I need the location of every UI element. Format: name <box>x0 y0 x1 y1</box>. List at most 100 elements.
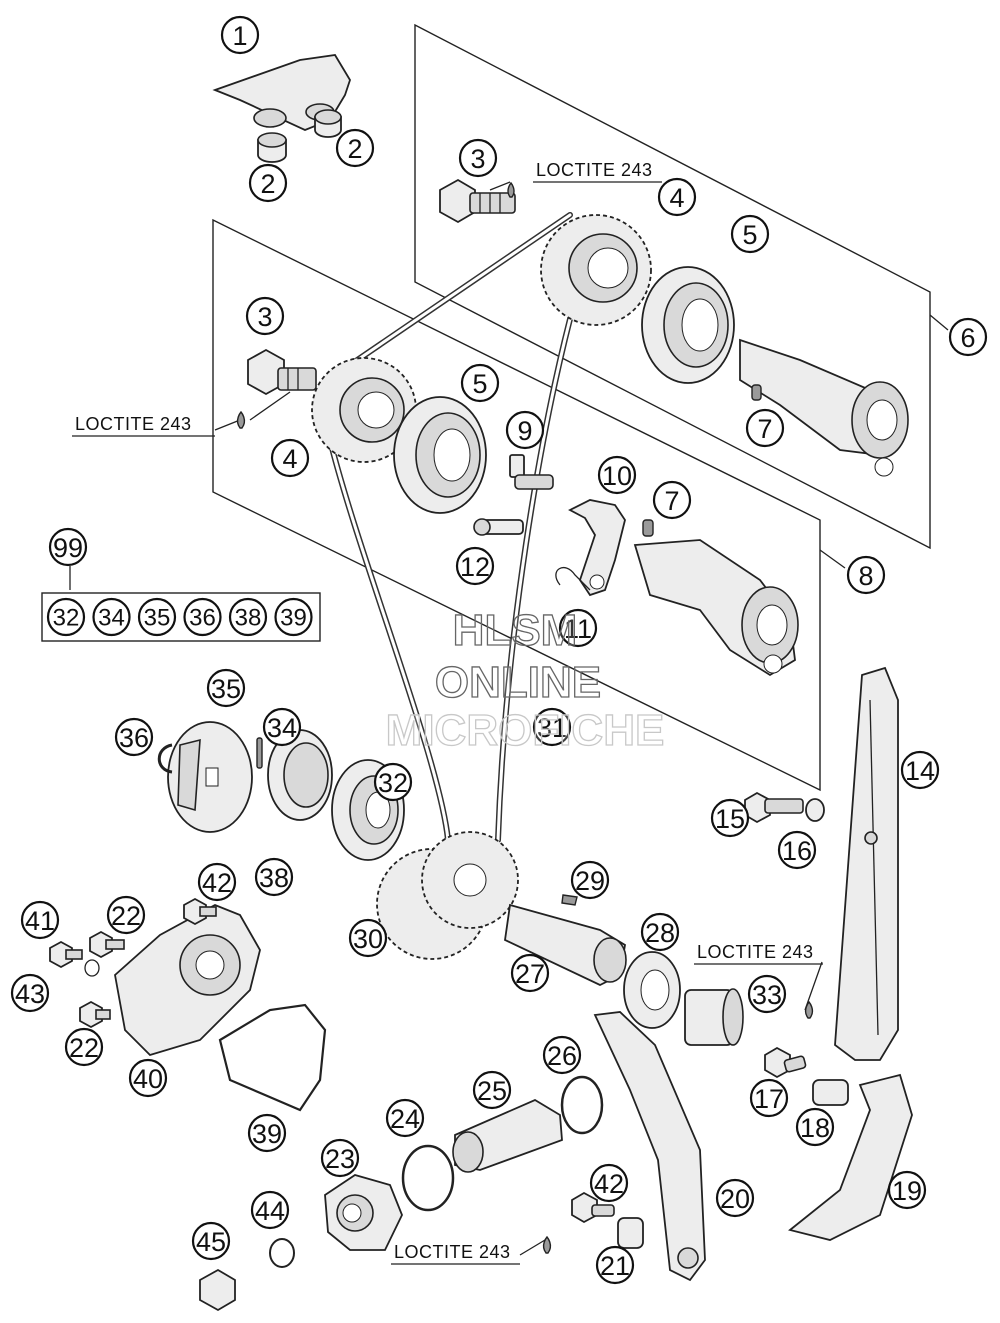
callout-number: 4 <box>282 444 297 474</box>
callout-41: 41 <box>20 900 60 940</box>
callout-33: 33 <box>747 974 787 1014</box>
callout-number: 28 <box>645 918 675 948</box>
callout-44: 44 <box>250 1190 290 1230</box>
thrust-washer <box>623 951 681 1029</box>
o-ring-26 <box>560 1075 604 1135</box>
kit-items: 32 34 35 36 38 39 <box>46 597 313 637</box>
kit-item-35: 35 <box>137 597 177 637</box>
callout-11: 11 <box>558 608 598 648</box>
callout-32: 32 <box>373 762 413 802</box>
callout-number: 16 <box>782 836 812 866</box>
callout-number: 42 <box>202 868 232 898</box>
gasket-24 <box>401 1144 455 1212</box>
callout-19: 19 <box>887 1170 927 1210</box>
kit-item-34: 34 <box>92 597 131 637</box>
callout-number: 5 <box>742 220 757 250</box>
pin-12 <box>473 518 524 536</box>
tensioner-housing <box>324 1174 403 1251</box>
watermark-line2: ONLINE <box>435 658 601 707</box>
callout-number: 99 <box>53 533 83 563</box>
callout-number: 3 <box>257 302 272 332</box>
crank-gear <box>376 831 519 960</box>
rail-sleeve <box>617 1217 644 1249</box>
washer-43 <box>84 959 100 977</box>
loctite-drop-icons <box>236 181 814 1254</box>
part-caps <box>257 109 342 163</box>
watermark-line3: MICROFICHE <box>386 706 665 755</box>
kit-item-number: 38 <box>235 605 262 632</box>
callout-25: 25 <box>472 1070 512 1110</box>
callout-number: 10 <box>602 461 632 491</box>
tensioner-sleeve <box>812 1079 849 1106</box>
callout-24: 24 <box>385 1098 425 1138</box>
sprocket-upper <box>540 214 652 326</box>
callout-45: 45 <box>191 1221 231 1261</box>
kit-item-36: 36 <box>183 597 222 637</box>
callout-number: 30 <box>353 924 383 954</box>
callout-4: 4 <box>657 177 697 217</box>
kit-item-number: 32 <box>53 605 80 632</box>
kit-item-number: 39 <box>280 605 307 632</box>
callout-number: 38 <box>259 863 289 893</box>
callout-number: 26 <box>547 1041 577 1071</box>
callout-26: 26 <box>542 1035 582 1075</box>
callout-number: 11 <box>564 614 592 644</box>
callout-number: 40 <box>133 1064 163 1094</box>
tensioner-bolt <box>764 1046 807 1079</box>
loctite-note-upper: LOCTITE 243 <box>536 160 653 180</box>
callout-number: 18 <box>800 1113 830 1143</box>
callout-35: 35 <box>206 668 246 708</box>
frame-assembly-8 <box>212 218 821 792</box>
callout-9: 9 <box>505 410 545 450</box>
sprocket-lower <box>311 357 417 463</box>
tensioner-rail <box>593 1011 706 1282</box>
pin-upper <box>751 384 762 401</box>
callout-7: 7 <box>745 408 785 448</box>
loctite-notes: LOCTITE 243 LOCTITE 243 LOCTITE 243 LOCT… <box>72 160 823 1265</box>
callout-number: 2 <box>260 169 275 199</box>
kit-item-number: 35 <box>144 605 171 632</box>
callout-4-2: 4 <box>270 438 310 478</box>
callout-36: 36 <box>114 717 154 757</box>
circlip <box>157 743 173 774</box>
callout-21: 21 <box>595 1245 635 1285</box>
callout-10: 10 <box>597 455 637 495</box>
loctite-note-right: LOCTITE 243 <box>697 942 814 962</box>
callout-labels: 1223344556778910111214151617181920212222… <box>10 15 988 1285</box>
callout-12: 12 <box>455 546 495 586</box>
callout-40: 40 <box>128 1058 168 1098</box>
leader-lines <box>69 181 823 1256</box>
parts-kit: 32 34 35 36 38 39 <box>41 592 321 642</box>
bolt-lower <box>247 348 317 396</box>
bearing-upper <box>641 266 735 384</box>
callout-18: 18 <box>795 1107 835 1147</box>
callout-16: 16 <box>777 830 817 870</box>
callout-number: 20 <box>720 1184 750 1214</box>
callout-number: 21 <box>600 1251 630 1281</box>
callout-number: 23 <box>325 1144 355 1174</box>
washer-44 <box>269 1238 295 1268</box>
pin-34 <box>256 737 263 769</box>
callout-number: 32 <box>378 768 408 798</box>
callout-14: 14 <box>900 750 940 790</box>
callout-number: 42 <box>594 1169 624 1199</box>
callout-number: 15 <box>715 804 745 834</box>
kit-item-number: 34 <box>98 605 125 632</box>
callout-8: 8 <box>846 555 886 595</box>
callout-number: 19 <box>892 1176 922 1206</box>
impeller <box>167 721 253 833</box>
callout-number: 4 <box>669 183 684 213</box>
callout-number: 9 <box>517 416 532 446</box>
callout-number: 1 <box>232 21 247 51</box>
callout-2: 2 <box>335 128 375 168</box>
seal-ring <box>267 729 333 821</box>
callout-number: 3 <box>470 144 485 174</box>
camshaft-lower <box>633 539 799 677</box>
callout-22: 22 <box>106 895 146 935</box>
callout-15: 15 <box>710 798 750 838</box>
bolt-22-lower <box>79 1000 111 1029</box>
bolt-upper <box>439 178 516 224</box>
callout-number: 2 <box>347 134 362 164</box>
callout-30: 30 <box>348 918 388 958</box>
